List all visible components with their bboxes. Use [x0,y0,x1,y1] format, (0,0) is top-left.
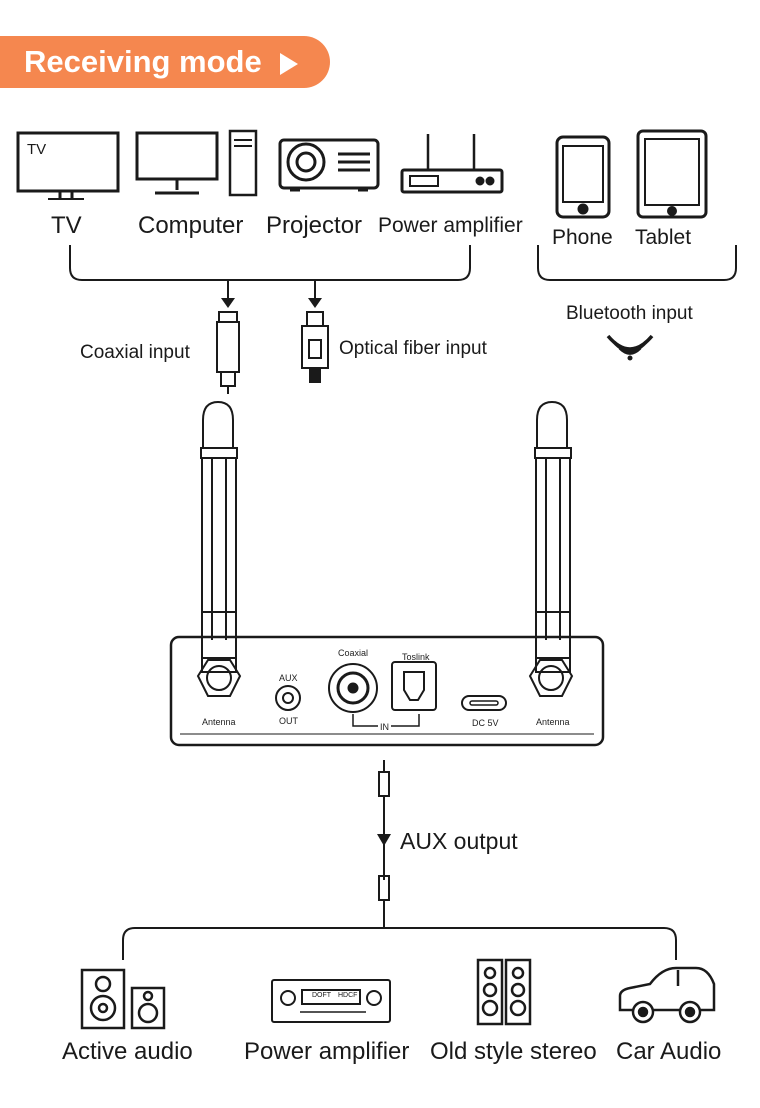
bluetooth-input-label: Bluetooth input [566,303,693,324]
optical-input-label: Optical fiber input [339,338,487,359]
play-triangle-icon [280,53,299,75]
in-label: IN [378,722,391,732]
coaxial-port-label: Coaxial [338,648,369,658]
tv-screen-text: TV [27,141,47,158]
power-amplifier-top-icon [400,134,504,194]
tv-icon [16,131,120,200]
car-audio-label: Car Audio [616,1038,722,1065]
tv-label: TV [51,212,82,239]
antenna-right-label: Antenna [536,717,570,727]
aux-output-label: AUX output [400,828,518,854]
old-stereo-icon [476,958,532,1026]
toslink-port-label: Toslink [402,652,430,662]
amp-display-left: DOFT [312,992,332,999]
car-icon [618,966,716,1024]
left-antenna-icon [200,400,238,673]
tablet-icon [636,129,708,219]
aux-top-label: AUX [279,673,298,683]
aux-bottom-label: OUT [279,716,298,726]
active-speaker-icon [80,968,166,1030]
phone-icon [555,135,611,219]
right-antenna-icon [534,400,572,673]
projector-label: Projector [266,212,363,239]
old-stereo-label: Old style stereo [430,1038,597,1065]
mode-banner: Receiving mode [0,36,330,88]
coaxial-input-label: Coaxial input [80,342,190,363]
amp-display-right: HDCF [338,992,358,999]
optical-plug-icon [301,311,329,383]
power-amplifier-bottom-icon [271,979,391,1023]
phone-label: Phone [552,226,613,249]
power-amplifier-bottom-label: Power amplifier [244,1038,410,1065]
mode-banner-text: Receiving mode [24,44,262,79]
computer-label: Computer [138,212,244,239]
antenna-left-label: Antenna [202,717,236,727]
receiver-device [169,635,605,747]
tablet-label: Tablet [635,226,692,249]
power-amplifier-top-label: Power amplifier [378,214,523,237]
projector-icon [278,138,380,192]
bluetooth-wave-icon [606,334,654,361]
coaxial-plug-icon [216,311,240,394]
active-audio-label: Active audio [62,1038,193,1065]
dc-label: DC 5V [472,718,499,728]
computer-icon [135,129,258,197]
